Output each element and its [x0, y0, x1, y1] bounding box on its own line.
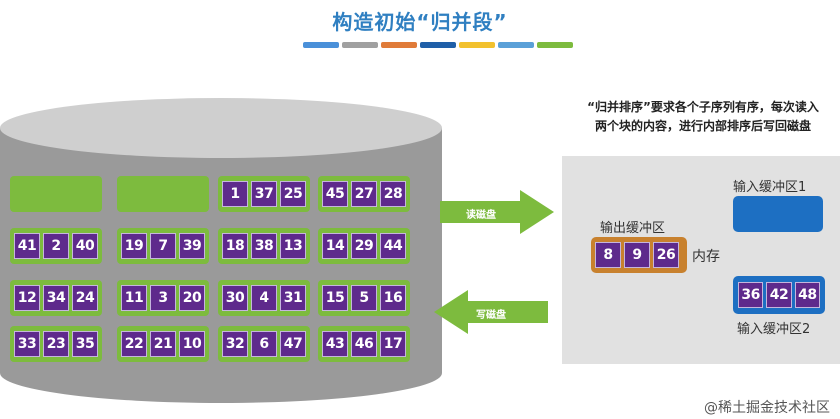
record-cell: 12 — [14, 285, 40, 311]
record-cell: 36 — [738, 282, 764, 308]
record-cell: 20 — [179, 285, 205, 311]
record-cell: 1 — [222, 181, 248, 207]
record-cell: 4 — [251, 285, 277, 311]
disk-block — [117, 176, 209, 212]
record-cell: 3 — [150, 285, 176, 311]
color-stripe — [498, 42, 534, 48]
record-cell: 27 — [351, 181, 377, 207]
record-cell: 30 — [222, 285, 248, 311]
color-stripe — [381, 42, 417, 48]
record-cell: 33 — [14, 331, 40, 357]
record-cell: 35 — [72, 331, 98, 357]
record-cell: 24 — [72, 285, 98, 311]
record-cell: 19 — [121, 233, 147, 259]
record-cell: 28 — [380, 181, 406, 207]
record-cell: 48 — [794, 282, 820, 308]
disk-top — [0, 98, 442, 158]
record-cell: 45 — [322, 181, 348, 207]
record-cell: 32 — [222, 331, 248, 357]
record-cell: 38 — [251, 233, 277, 259]
record-cell: 7 — [150, 233, 176, 259]
record-cell: 40 — [72, 233, 98, 259]
memory-label: 内存 — [692, 249, 720, 265]
record-cell: 9 — [624, 242, 650, 268]
record-cell: 2 — [43, 233, 69, 259]
record-cell: 39 — [179, 233, 205, 259]
record-cell: 34 — [43, 285, 69, 311]
record-cell: 25 — [280, 181, 306, 207]
color-stripe — [342, 42, 378, 48]
record-cell: 11 — [121, 285, 147, 311]
record-cell: 47 — [280, 331, 306, 357]
input-buffer-2-label: 输入缓冲区2 — [737, 322, 811, 337]
record-cell: 31 — [280, 285, 306, 311]
record-cell: 22 — [121, 331, 147, 357]
color-stripe — [420, 42, 456, 48]
footer-watermark: @稀土掘金技术社区 — [704, 400, 830, 416]
color-stripe — [303, 42, 339, 48]
record-cell: 17 — [380, 331, 406, 357]
write-disk-label: 写磁盘 — [476, 310, 506, 321]
record-cell: 37 — [251, 181, 277, 207]
record-cell: 44 — [380, 233, 406, 259]
color-stripe — [537, 42, 573, 48]
record-cell: 10 — [179, 331, 205, 357]
note-line-2: 两个块的内容，进行内部排序后写回磁盘 — [594, 119, 811, 133]
record-cell: 26 — [653, 242, 679, 268]
record-cell: 21 — [150, 331, 176, 357]
input-buffer-1-label: 输入缓冲区1 — [733, 180, 807, 195]
read-disk-label: 读磁盘 — [466, 210, 496, 221]
record-cell: 13 — [280, 233, 306, 259]
record-cell: 23 — [43, 331, 69, 357]
write-disk-arrow-icon — [434, 290, 548, 334]
read-disk-arrow-icon — [440, 190, 554, 234]
record-cell: 41 — [14, 233, 40, 259]
record-cell: 29 — [351, 233, 377, 259]
disk-block — [10, 176, 102, 212]
output-buffer-label: 输出缓冲区 — [600, 221, 666, 236]
record-cell: 14 — [322, 233, 348, 259]
record-cell: 16 — [380, 285, 406, 311]
record-cell: 5 — [351, 285, 377, 311]
record-cell: 6 — [251, 331, 277, 357]
record-cell: 15 — [322, 285, 348, 311]
record-cell: 18 — [222, 233, 248, 259]
color-stripe — [459, 42, 495, 48]
record-cell: 46 — [351, 331, 377, 357]
page-title: 构造初始“归并段” — [332, 10, 508, 34]
note-line-1: “归并排序”要求各个子序列有序，每次读入 — [587, 100, 819, 114]
record-cell: 42 — [766, 282, 792, 308]
input-buffer-1 — [733, 196, 823, 232]
color-stripes — [303, 42, 573, 48]
instruction-note: “归并排序”要求各个子序列有序，每次读入 两个块的内容，进行内部排序后写回磁盘 — [568, 98, 838, 136]
record-cell: 43 — [322, 331, 348, 357]
record-cell: 8 — [595, 242, 621, 268]
